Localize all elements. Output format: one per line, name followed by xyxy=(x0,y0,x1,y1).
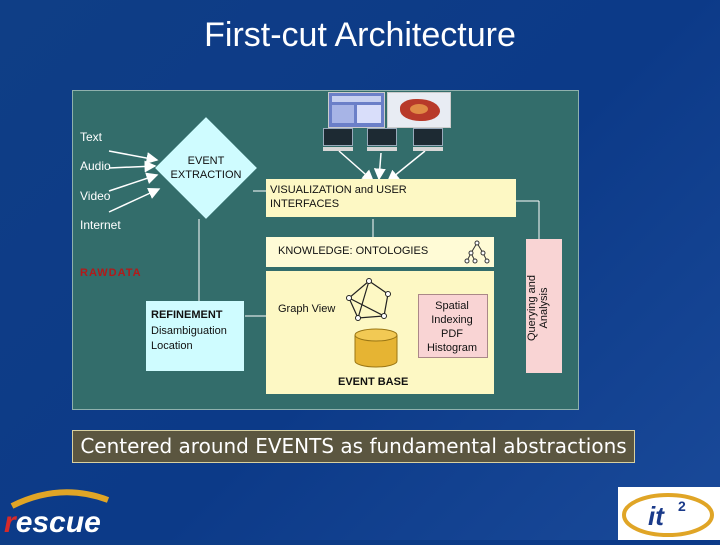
laptop-icon xyxy=(413,128,443,151)
slide-title: First-cut Architecture xyxy=(204,16,516,54)
input-text-label: Text xyxy=(80,130,103,144)
input-internet-label: Internet xyxy=(80,218,121,232)
refinement-box: REFINEMENT Disambiguation Location xyxy=(146,301,244,371)
input-audio-label: Audio xyxy=(80,159,111,173)
knowledge-label: KNOWLEDGE: ONTOLOGIES xyxy=(278,245,429,257)
event-base-label: EVENT BASE xyxy=(338,376,409,388)
graph-view-label: Graph View xyxy=(278,303,336,315)
svg-text:rescue: rescue xyxy=(4,506,101,539)
it2-logo: it 2 xyxy=(618,487,720,540)
map-thumbnail xyxy=(387,92,451,128)
architecture-diagram: Text Audio Video Internet EVENT EXTRACTI… xyxy=(72,90,579,410)
banner-caption: Centered around EVENTS as fundamental ab… xyxy=(72,430,635,463)
screenshot-thumbnail xyxy=(328,92,385,128)
input-video-label: Video xyxy=(80,189,111,203)
laptop-icon xyxy=(323,128,353,151)
visualization-label: VISUALIZATION and USER INTERFACES xyxy=(270,184,407,210)
database-cylinder-icon xyxy=(354,328,398,368)
rescue-logo: rescue xyxy=(0,480,120,540)
ontology-graph-icon xyxy=(464,240,490,264)
laptop-icon xyxy=(367,128,397,151)
spatial-indexing-box: Spatial Indexing PDF Histogram xyxy=(418,294,488,358)
event-extraction-diamond: EVENT EXTRACTION xyxy=(155,117,257,219)
querying-analysis-label: Querying and Analysis xyxy=(526,274,550,342)
refinement-title: REFINEMENT xyxy=(151,309,223,321)
knowledge-box: KNOWLEDGE: ONTOLOGIES xyxy=(266,237,494,267)
svg-text:2: 2 xyxy=(678,498,686,514)
refinement-items: Disambiguation Location xyxy=(151,325,227,352)
svg-text:it: it xyxy=(648,501,665,531)
graph-view-icon xyxy=(346,278,391,321)
querying-analysis-box: Querying and Analysis xyxy=(526,239,562,373)
visualization-box: VISUALIZATION and USER INTERFACES xyxy=(266,179,516,217)
event-extraction-label: EVENT EXTRACTION xyxy=(170,155,242,181)
spatial-indexing-label: Spatial Indexing PDF Histogram xyxy=(426,300,478,354)
rawdata-label: RAWDATA xyxy=(80,267,142,279)
